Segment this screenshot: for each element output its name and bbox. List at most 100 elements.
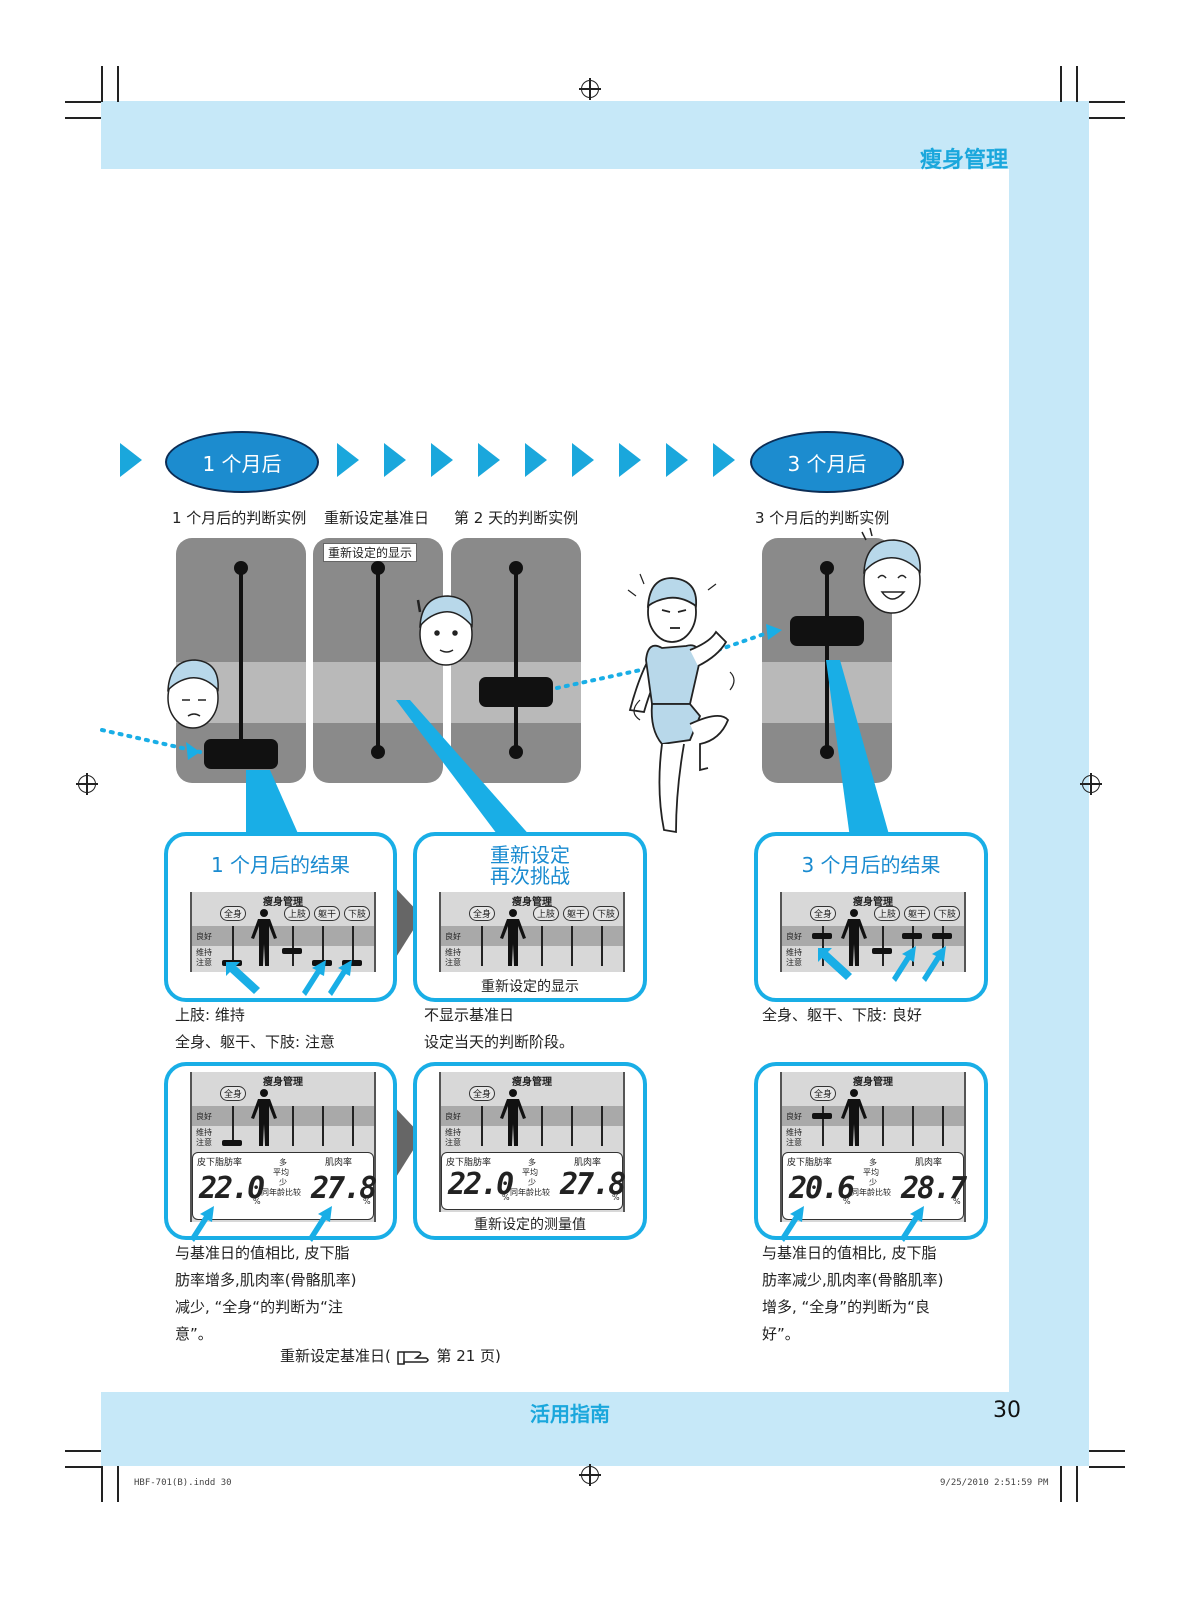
gauge-bottom-dot bbox=[820, 745, 834, 759]
crop-mark bbox=[65, 1450, 101, 1452]
lcd-whole: 全身 bbox=[810, 1086, 837, 1101]
gauge-top-dot bbox=[509, 561, 523, 575]
lcd-display: 瘦身管理 全身 上肢 躯干 下肢 良好 维持 注意 bbox=[780, 892, 966, 972]
lcd-display: 瘦身管理 全身 良好 维持 注意 皮下脂肪率 肌肉率 多 平均 少 同年龄比较 … bbox=[190, 1072, 377, 1222]
body-figure-icon bbox=[251, 1089, 277, 1146]
crop-mark bbox=[65, 1466, 101, 1468]
fat-unit: % bbox=[502, 1193, 510, 1202]
arrow-icon bbox=[431, 443, 453, 477]
note-5: 与基准日的值相比, 皮下脂 肪率减少,肌肉率(骨骼肌率) 增多, “全身”的判断… bbox=[762, 1240, 943, 1348]
lcd-lower: 下肢 bbox=[344, 906, 371, 921]
lcd-whole: 全身 bbox=[220, 1086, 247, 1101]
lcd-level-line bbox=[571, 926, 573, 966]
lcd-level-line bbox=[882, 926, 884, 966]
lcd-title: 瘦身管理 bbox=[263, 1077, 303, 1088]
caption-1-month: 1 个月后的判断实例 bbox=[172, 509, 307, 527]
muscle-value: 27.8 bbox=[560, 1167, 626, 1202]
lcd-label-keep: 维持 bbox=[445, 1128, 461, 1137]
lcd-less: 少 bbox=[869, 1178, 877, 1187]
result-box-reset: 重新设定 再次挑战 瘦身管理 全身 上肢 躯干 下肢 良好 维持 注意 重新设定… bbox=[413, 832, 647, 1002]
lcd-label-good: 良好 bbox=[786, 1112, 802, 1121]
lcd-level-line bbox=[912, 1106, 914, 1146]
lcd-title: 瘦身管理 bbox=[263, 897, 303, 908]
page-number: 30 bbox=[993, 1398, 1021, 1423]
lcd-display: 瘦身管理 全身 良好 维持 注意 皮下脂肪率 肌肉率 多 平均 少 同年龄比较 … bbox=[439, 1072, 626, 1212]
lcd-muscle-label: 肌肉率 bbox=[915, 1158, 943, 1168]
result-box-3-month: 3 个月后的结果 瘦身管理 全身 上肢 躯干 下肢 良好 维持 注意 bbox=[754, 832, 988, 1002]
lcd-values-panel: 皮下脂肪率 肌肉率 多 平均 少 同年龄比较 20.6 % 28.7 % bbox=[782, 1152, 967, 1220]
lcd-label-keep: 维持 bbox=[196, 948, 212, 957]
lcd-level-line bbox=[571, 1106, 573, 1146]
lcd-level-line bbox=[232, 1106, 234, 1146]
muscle-unit: % bbox=[612, 1193, 620, 1202]
box-title: 1 个月后的结果 bbox=[210, 853, 351, 877]
box-caption: 重新设定的显示 bbox=[481, 979, 579, 995]
lcd-title: 瘦身管理 bbox=[512, 1077, 552, 1088]
arrow-icon bbox=[713, 443, 735, 477]
lcd-title: 瘦身管理 bbox=[853, 897, 893, 908]
body-figure-icon bbox=[251, 909, 277, 966]
gauge-top-dot bbox=[234, 561, 248, 575]
fat-value: 22.0 bbox=[448, 1167, 514, 1202]
muscle-unit: % bbox=[953, 1197, 961, 1206]
lcd-level-line bbox=[322, 926, 324, 966]
lcd-row-good bbox=[782, 1106, 964, 1126]
footer-title: 活用指南 bbox=[530, 1402, 610, 1426]
note-line: 不显示基准日 bbox=[424, 1006, 515, 1024]
lcd-whole: 全身 bbox=[810, 906, 837, 921]
note-line: 与基准日的值相比, 皮下脂 bbox=[762, 1244, 937, 1262]
lcd-level-line bbox=[822, 1106, 824, 1146]
gauge-marker bbox=[479, 677, 553, 707]
lcd-level-line bbox=[322, 1106, 324, 1146]
lcd-label-warn: 注意 bbox=[196, 1138, 212, 1147]
lcd-label-good: 良好 bbox=[445, 932, 461, 941]
pointer-arrows bbox=[818, 946, 946, 982]
lcd-trunk: 躯干 bbox=[904, 906, 931, 921]
pointing-hand-icon bbox=[396, 1350, 429, 1365]
fat-unit: % bbox=[253, 1197, 261, 1206]
fat-value: 22.0 bbox=[199, 1171, 265, 1206]
lcd-level-bar bbox=[342, 960, 362, 966]
lcd-level-line bbox=[352, 926, 354, 966]
lcd-row-good bbox=[441, 926, 623, 946]
lcd-display: 瘦身管理 全身 上肢 躯干 下肢 良好 维持 注意 bbox=[439, 892, 625, 972]
body-figure-icon bbox=[841, 1089, 867, 1146]
caption-3-month: 3 个月后的判断实例 bbox=[755, 509, 890, 527]
lcd-level-line bbox=[541, 926, 543, 966]
pointer-arrows bbox=[780, 1206, 924, 1242]
box-title-line2: 再次挑战 bbox=[490, 864, 570, 888]
pointer-arrows bbox=[190, 1206, 332, 1242]
lcd-level-line bbox=[942, 926, 944, 966]
arrow-icon bbox=[572, 443, 594, 477]
lcd-level-bar bbox=[222, 1140, 242, 1146]
note-3: 全身、躯干、下肢: 良好 bbox=[762, 1002, 922, 1029]
crop-mark bbox=[65, 101, 101, 103]
lcd-lower: 下肢 bbox=[934, 906, 961, 921]
note-1: 上肢: 维持 全身、躯干、下肢: 注意 bbox=[175, 1002, 335, 1056]
arrow-icon bbox=[337, 443, 359, 477]
lcd-level-line bbox=[232, 926, 234, 966]
lcd-level-line bbox=[601, 1106, 603, 1146]
lcd-level-line bbox=[942, 1106, 944, 1146]
note-line: 肪率减少,肌肉率(骨骼肌率) bbox=[762, 1271, 944, 1289]
lcd-values-panel: 皮下脂肪率 肌肉率 多 平均 少 同年龄比较 22.0 % 27.8 % bbox=[441, 1152, 626, 1210]
arrow-icon bbox=[525, 443, 547, 477]
crop-mark bbox=[1060, 1466, 1062, 1502]
gauge-bottom-dot bbox=[371, 745, 385, 759]
lcd-whole: 全身 bbox=[469, 906, 496, 921]
crop-mark bbox=[101, 1466, 103, 1502]
lcd-level-bar bbox=[932, 933, 952, 939]
lcd-row-good bbox=[192, 926, 374, 946]
lcd-fat-label: 皮下脂肪率 bbox=[197, 1158, 243, 1168]
lcd-label-keep: 维持 bbox=[786, 948, 802, 957]
lcd-row-good bbox=[782, 926, 964, 946]
lcd-level-line bbox=[481, 926, 483, 966]
lcd-level-line bbox=[352, 1106, 354, 1146]
lcd-level-line bbox=[882, 1106, 884, 1146]
note-line: 全身、躯干、下肢: 良好 bbox=[762, 1006, 922, 1024]
lcd-level-bar bbox=[902, 933, 922, 939]
crop-mark bbox=[1076, 66, 1078, 102]
reference-link[interactable]: 重新设定基准日( 第 21 页) bbox=[280, 1345, 501, 1366]
arrow-icon bbox=[666, 443, 688, 477]
